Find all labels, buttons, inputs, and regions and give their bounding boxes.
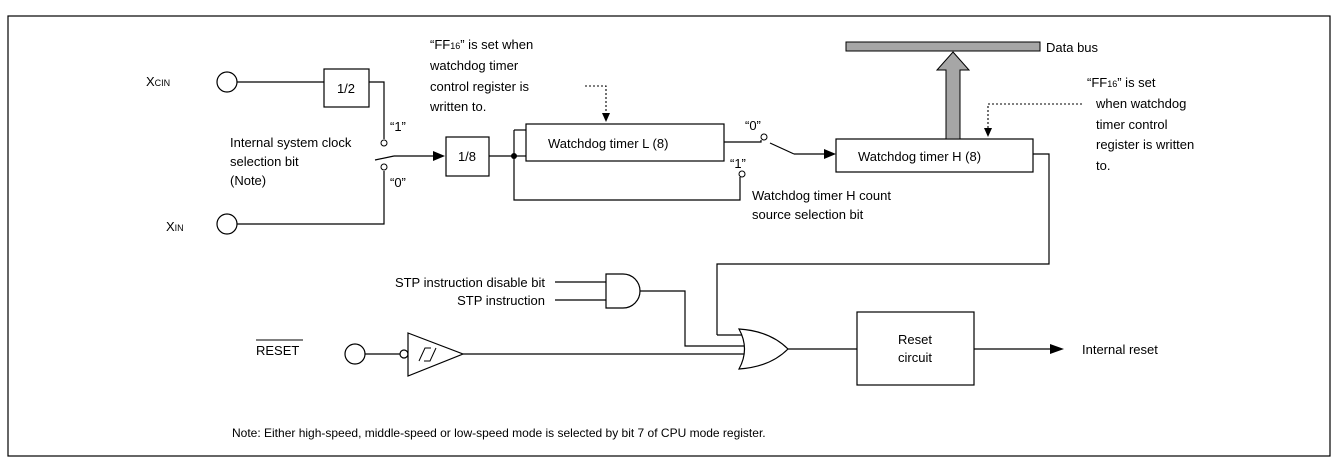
src-sel-zero-label: “0” [745, 118, 761, 133]
data-bus-label: Data bus [1046, 40, 1099, 55]
watchdog-timer-l-block [525, 123, 725, 162]
reset-pin [344, 343, 366, 365]
arrow-to-wdth [824, 149, 836, 159]
divider-1-2-block [323, 68, 370, 108]
src-switch-contact-1 [738, 170, 746, 178]
src-sel-one-label: “1” [730, 156, 746, 171]
ff-note-left-line-1: “FF16” is set when [430, 37, 533, 52]
clock-sel-text-1: Internal system clock [230, 135, 352, 150]
ff-note-right-line-1: “FF16” is set [1087, 75, 1156, 90]
reset-circuit-block [856, 311, 975, 386]
src-switch-arm [769, 142, 795, 155]
divider-1-8-block [445, 136, 490, 177]
wdth-src-text-2: source selection bit [752, 207, 864, 222]
internal-reset-arrow [1050, 344, 1064, 354]
watchdog-timer-h-block [835, 138, 1034, 173]
xin-label: XIN [166, 219, 184, 234]
watchdog-timer-h-label: Watchdog timer H (8) [858, 149, 981, 164]
clock-sel-one-label: “1” [390, 119, 406, 134]
xcin-label: XCIN [146, 74, 170, 89]
watchdog-timer-l-label: Watchdog timer L (8) [548, 136, 668, 151]
footnote: Note: Either high-speed, middle-speed or… [232, 426, 766, 440]
stp-disable-label: STP instruction disable bit [395, 275, 545, 290]
ff-left-pointer [585, 85, 607, 113]
diagram-frame [7, 15, 1331, 457]
and-gate [605, 273, 641, 309]
clock-switch-contact-0 [380, 163, 388, 171]
wdtl-output-wire [724, 140, 762, 143]
clock-switch-contact-1 [380, 139, 388, 147]
schmitt-symbol [418, 347, 437, 362]
ff-note-left-line-4: written to. [429, 99, 486, 114]
data-bus-bar [845, 41, 1041, 52]
src-switch-contact-0 [760, 133, 768, 141]
ff-note-right-line-3: timer control [1096, 117, 1168, 132]
reset-label: RESET [256, 343, 299, 358]
ff-left-pointer-head [602, 113, 610, 122]
clock-sel-text-3: (Note) [230, 173, 266, 188]
xin-pin [216, 213, 238, 235]
divider-1-8-label: 1/8 [458, 149, 476, 164]
reset-circuit-label-2: circuit [898, 350, 932, 365]
ff-right-pointer [987, 103, 1082, 128]
div2-output-wire [369, 81, 385, 139]
ff-right-pointer-head [984, 128, 992, 137]
bypass-wire [513, 130, 741, 201]
wdth-output-wire [716, 153, 1050, 335]
xcin-pin [216, 71, 238, 93]
data-bus-arrow [935, 51, 971, 140]
xin-wire [237, 171, 385, 225]
ff-note-left-line-3: control register is [430, 79, 529, 94]
clock-sel-zero-label: “0” [390, 175, 406, 190]
ff-note-right-line-2: when watchdog [1095, 96, 1186, 111]
clock-switch-arm [374, 155, 395, 161]
and-output-wire [640, 290, 747, 347]
clock-sel-text-2: selection bit [230, 154, 299, 169]
ff-note-left-line-2: watchdog timer [429, 58, 519, 73]
or-gate [737, 328, 789, 370]
wdth-src-text-1: Watchdog timer H count [752, 188, 891, 203]
divider-1-2-label: 1/2 [337, 81, 355, 96]
schmitt-buffer [407, 332, 465, 377]
internal-reset-label: Internal reset [1082, 342, 1158, 357]
stp-instruction-label: STP instruction [457, 293, 545, 308]
reset-circuit-label-1: Reset [898, 332, 932, 347]
arrow-to-div8 [433, 151, 445, 161]
ff-note-right-line-5: to. [1096, 158, 1110, 173]
inverter-bubble [399, 349, 409, 359]
ff-note-right-line-4: register is written [1096, 137, 1194, 152]
